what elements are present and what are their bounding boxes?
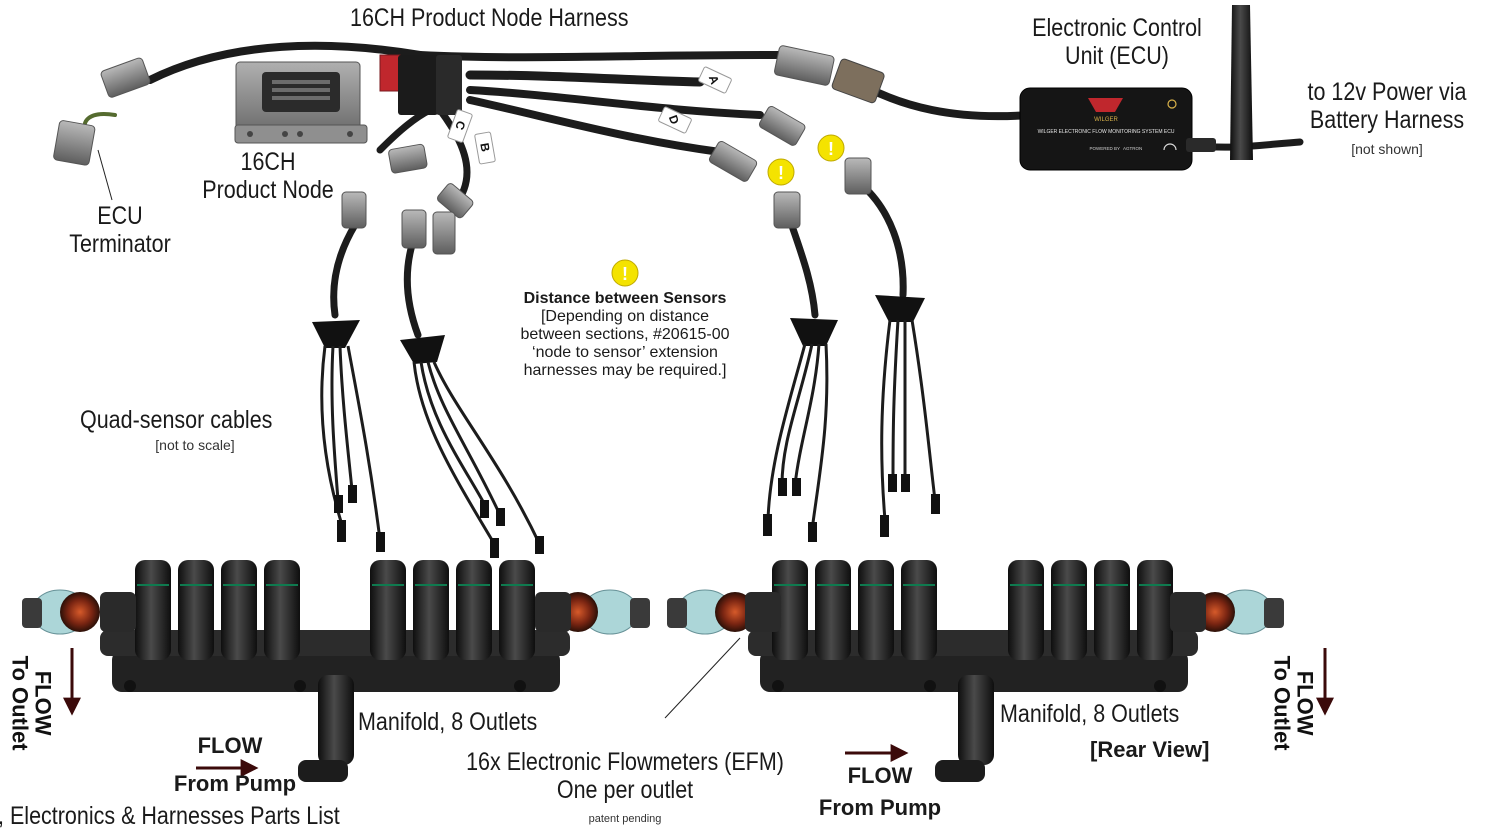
flow-out-right-title: FLOW	[1292, 670, 1318, 736]
product-node	[234, 61, 368, 144]
ecu-label: Electronic Control Unit (ECU)	[1027, 14, 1208, 70]
flow-in-right-title: FLOW	[847, 763, 913, 788]
antenna	[1230, 5, 1253, 160]
flow-out-right: FLOW To Outlet	[1269, 655, 1318, 751]
quad-label: Quad-sensor cables	[80, 406, 273, 434]
flow-out-left-sub: To Outlet	[7, 655, 33, 751]
efm-label: 16x Electronic Flowmeters (EFM) One per …	[449, 748, 802, 804]
quad-cable-right-b	[875, 295, 940, 537]
ecu-powered: POWERED BY	[1089, 146, 1120, 151]
power-icon	[1167, 99, 1177, 109]
flow-out-left-title: FLOW	[30, 670, 56, 736]
terminator-label-line1: ECU	[97, 202, 143, 230]
rear-view-label: [Rear View]	[1090, 737, 1210, 762]
flow-in-left-title: FLOW	[197, 733, 263, 758]
manifold-left	[22, 560, 650, 782]
power-label-line1: to 12v Power via	[1307, 78, 1467, 106]
distance-title: Distance between Sensors	[523, 290, 727, 307]
flow-out-left: FLOW To Outlet	[7, 655, 56, 751]
quad-cable-left-b	[400, 335, 544, 558]
node-label-line2: Product Node	[202, 176, 334, 204]
tag-b: B	[477, 142, 492, 153]
flow-arrows	[63, 648, 1334, 777]
terminator-label: ECU Terminator	[51, 202, 189, 258]
harness-title: 16CH Product Node Harness	[350, 4, 629, 32]
manifold-label-right: Manifold, 8 Outlets	[1000, 700, 1180, 728]
quad-cable-left-a	[312, 320, 385, 552]
ecu-unit: WILGER WILGER ELECTRONIC FLOW MONITORING…	[1019, 5, 1253, 171]
caution-icons: ! ! !	[611, 134, 845, 287]
distance-line1: [Depending on distance	[540, 307, 710, 325]
leader-lines	[97, 149, 741, 719]
ecu-agtron: AGTRON	[1123, 146, 1142, 151]
terminator-label-line2: Terminator	[69, 230, 171, 258]
distance-line4: harnesses may be required.]	[523, 361, 727, 379]
distance-note: Distance between Sensors [Depending on d…	[490, 290, 760, 380]
node-label-line1: 16CH	[240, 148, 296, 176]
ecu-label-line2: Unit (ECU)	[1065, 42, 1169, 70]
manifold-right	[667, 560, 1284, 782]
quad-cable-right-a	[763, 318, 838, 542]
manifold-label-left: Manifold, 8 Outlets	[358, 708, 538, 736]
distance-line2: between sections, #20615-00	[520, 325, 730, 343]
quad-note: [not to scale]	[155, 437, 235, 453]
svg-text:!: !	[778, 163, 784, 183]
svg-text:!: !	[828, 139, 834, 159]
power-note: [not shown]	[1351, 141, 1423, 157]
node-label: 16CH Product Node	[191, 148, 346, 204]
ecu-label-line1: Electronic Control	[1032, 14, 1202, 42]
svg-text:!: !	[622, 264, 628, 284]
power-label-line2: Battery Harness	[1309, 106, 1465, 134]
efm-note: patent pending	[588, 813, 662, 825]
efm-label-line1: 16x Electronic Flowmeters (EFM)	[466, 748, 784, 776]
parts-list-heading: , Electronics & Harnesses Parts List	[0, 802, 340, 830]
ecu-brand: WILGER	[1094, 117, 1118, 123]
harness-connectors	[53, 45, 885, 255]
flow-in-right-sub: From Pump	[818, 795, 942, 820]
efm-label-line2: One per outlet	[556, 776, 694, 804]
flow-in-left-sub: From Pump	[173, 771, 297, 796]
flow-out-right-sub: To Outlet	[1269, 655, 1295, 751]
ecu-line: WILGER ELECTRONIC FLOW MONITORING SYSTEM…	[1038, 129, 1175, 135]
distance-line3: ‘node to sensor’ extension	[532, 343, 718, 361]
wifi-icon	[1163, 143, 1177, 151]
power-label: to 12v Power via Battery Harness	[1297, 78, 1478, 134]
harness-letter-tags: A B C D	[447, 66, 732, 165]
